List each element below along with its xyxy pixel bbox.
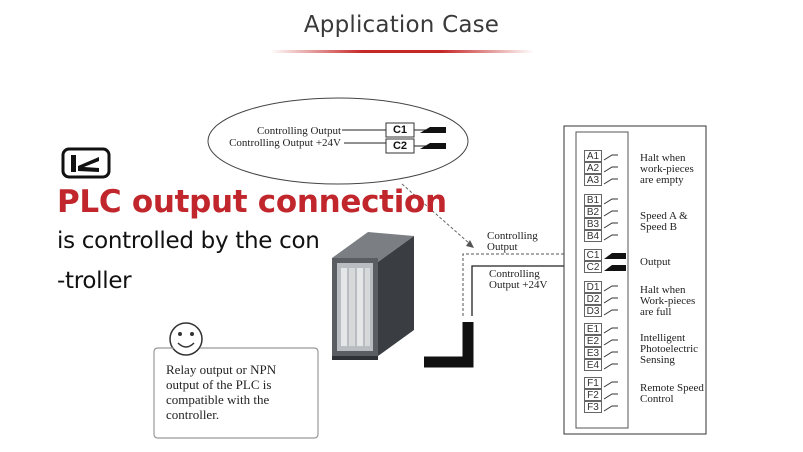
terminal-b2: B2 (584, 206, 602, 218)
terminal-b4: B4 (584, 230, 602, 242)
group-e-description: Intelligent Photoelectric Sensing (640, 332, 699, 366)
terminal-d1: D1 (584, 281, 602, 293)
terminal-e1: E1 (584, 323, 602, 335)
terminal-a1: A1 (584, 150, 602, 162)
terminal-c1: C1 (584, 249, 602, 261)
terminal-e2: E2 (584, 335, 602, 347)
group-f-description: Remote Speed Control (640, 382, 704, 405)
switch-icon (61, 147, 111, 179)
subtext-line-2: -troller (57, 268, 132, 294)
terminal-f1: F1 (584, 377, 602, 389)
terminal-d2: D2 (584, 293, 602, 305)
subtext-line-1: is controlled by the con (57, 228, 320, 254)
terminal-a2: A2 (584, 162, 602, 174)
wiring-label-c2: Controlling Output +24V (489, 268, 548, 291)
note-bubble (153, 347, 319, 439)
terminal-f2: F2 (584, 389, 602, 401)
group-b-description: Speed A & Speed B (640, 210, 688, 233)
terminal-b3: B3 (584, 218, 602, 230)
callout-terminal-c2-label: C2 (392, 140, 408, 152)
zoom-callout (207, 97, 469, 185)
group-c-description: Output (640, 256, 671, 268)
group-a-description: Halt when work-pieces are empty (640, 152, 694, 186)
callout-label-c2: Controlling Output +24V (229, 137, 341, 149)
terminal-c2: C2 (584, 261, 602, 273)
group-d-description: Halt when Work-pieces are full (640, 284, 696, 318)
smiley-icon (169, 322, 203, 356)
plc-module (332, 232, 414, 360)
terminal-e4: E4 (584, 359, 602, 371)
terminal-d3: D3 (584, 305, 602, 317)
title-underline (270, 50, 534, 53)
callout-terminal-c1-label: C1 (392, 124, 408, 136)
terminal-a3: A3 (584, 174, 602, 186)
wiring-label-c1: Controlling Output (487, 230, 538, 253)
heading: PLC output connection (57, 184, 447, 220)
terminal-e3: E3 (584, 347, 602, 359)
terminal-b1: B1 (584, 194, 602, 206)
page-title: Application Case (303, 12, 500, 38)
note-text: Relay output or NPN output of the PLC is… (166, 362, 277, 422)
callout-label-c1: Controlling Output (256, 125, 341, 137)
terminal-f3: F3 (584, 401, 602, 413)
